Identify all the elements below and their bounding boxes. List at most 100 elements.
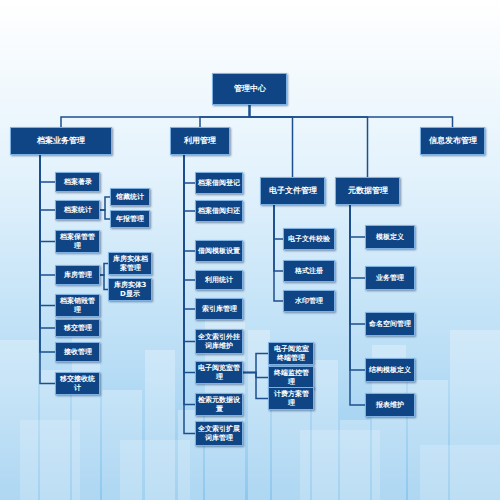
function-box: 移交接收统计 [55,372,100,395]
box-label: 元数据管理 [348,186,388,196]
function-box: 库房实体3D显示 [108,278,152,301]
box-label: 检索元数据设置 [198,396,240,413]
tree-connector [184,155,195,183]
function-box: 库房管理 [55,265,100,285]
function-box: 水印管理 [283,290,335,312]
function-box: 档案著录 [55,172,100,192]
box-label: 移交管理 [64,324,92,332]
box-label: 档案统计 [64,206,92,214]
box-label: 移交接收统计 [58,375,97,392]
box-label: 索引库管理 [202,305,237,313]
module-box: 利用管理 [170,127,230,155]
function-box: 模板定义 [365,225,415,249]
module-box: 管理中心 [212,73,287,105]
function-box: 全文索引外挂词库维护 [195,329,243,354]
module-box: 电子文件管理 [260,177,325,205]
tree-connector [250,105,293,177]
function-box: 移交管理 [55,319,100,337]
tree-connector [61,105,250,127]
function-box: 档案借阅登记 [195,172,243,194]
tree-connector [40,155,55,182]
function-box: 结构模板定义 [365,358,415,382]
tree-connector [243,373,268,399]
tree-connector [250,105,368,177]
tree-connector [350,205,365,370]
box-label: 电子阅览室终端管理 [271,345,311,362]
tree-connector [100,197,110,210]
function-box: 格式注册 [283,260,335,282]
box-label: 业务管理 [376,274,404,282]
function-box: 档案保管管理 [55,230,100,253]
function-box: 命名空间管理 [365,312,415,336]
tree-connector [40,155,55,352]
box-label: 利用统计 [205,276,233,284]
box-label: 档案借阅归还 [198,207,240,215]
tree-connector [100,210,110,219]
tree-connector [184,155,195,211]
tree-connector [100,264,108,276]
box-label: 全文索引扩展词库管理 [198,425,240,442]
box-label: 全文索引外挂词库维护 [198,333,240,350]
tree-connector [274,205,283,271]
box-label: 电子阅览室管理 [198,364,240,381]
box-label: 接收管理 [64,348,92,356]
tree-connector [40,155,55,275]
function-box: 档案统计 [55,200,100,220]
function-box: 全文索引扩展词库管理 [195,421,243,446]
tree-connector [40,155,55,328]
box-label: 借阅模板设置 [198,247,240,255]
box-label: 馆藏统计 [116,193,144,201]
tree-connector [40,155,55,384]
box-label: 电子文件校验 [288,235,330,243]
function-box: 电子阅览室管理 [195,361,243,384]
tree-connector [184,155,195,405]
tree-connector [200,105,250,127]
tree-connector [40,155,55,306]
tree-connector [250,105,453,127]
tree-connector [274,205,283,239]
module-box: 档案业务管理 [10,127,112,155]
tree-connector [350,205,365,237]
box-label: 信息发布管理 [429,136,477,146]
box-label: 库房管理 [64,271,92,279]
function-box: 电子阅览室终端管理 [268,342,314,365]
module-box: 元数据管理 [335,177,400,205]
function-box: 业务管理 [365,266,415,290]
box-label: 档案业务管理 [37,136,85,146]
function-box: 计费方案管理 [268,387,314,410]
function-box: 库房实体档案管理 [108,252,152,275]
box-label: 档案著录 [64,178,92,186]
tree-connector [40,155,55,242]
function-box: 馆藏统计 [110,188,150,206]
tree-connector [350,205,365,278]
box-label: 库房实体档案管理 [111,255,149,272]
box-label: 终端监控管理 [271,369,311,386]
box-label: 计费方案管理 [271,390,311,407]
box-label: 格式注册 [295,267,323,275]
box-label: 模板定义 [376,233,404,241]
function-box: 终端监控管理 [268,366,314,389]
function-box: 利用统计 [195,270,243,290]
tree-connector [350,205,365,324]
tree-connector [274,205,283,301]
box-label: 结构模板定义 [369,366,411,374]
function-box: 电子文件校验 [283,228,335,250]
function-box: 索引库管理 [195,298,243,320]
box-label: 年报管理 [116,215,144,223]
box-label: 库房实体3D显示 [111,281,149,298]
tree-connector [184,155,195,434]
box-label: 管理中心 [234,84,266,94]
tree-connector [100,275,108,290]
function-box: 检索元数据设置 [195,393,243,416]
box-label: 报表维护 [376,401,404,409]
tree-connector [184,155,195,251]
function-box: 档案借阅归还 [195,200,243,222]
function-box: 报表维护 [365,393,415,417]
tree-connector [184,155,195,309]
tree-connector [350,205,365,405]
box-label: 档案保管管理 [58,233,97,250]
tree-connector [184,155,195,342]
tree-connector [184,155,195,280]
